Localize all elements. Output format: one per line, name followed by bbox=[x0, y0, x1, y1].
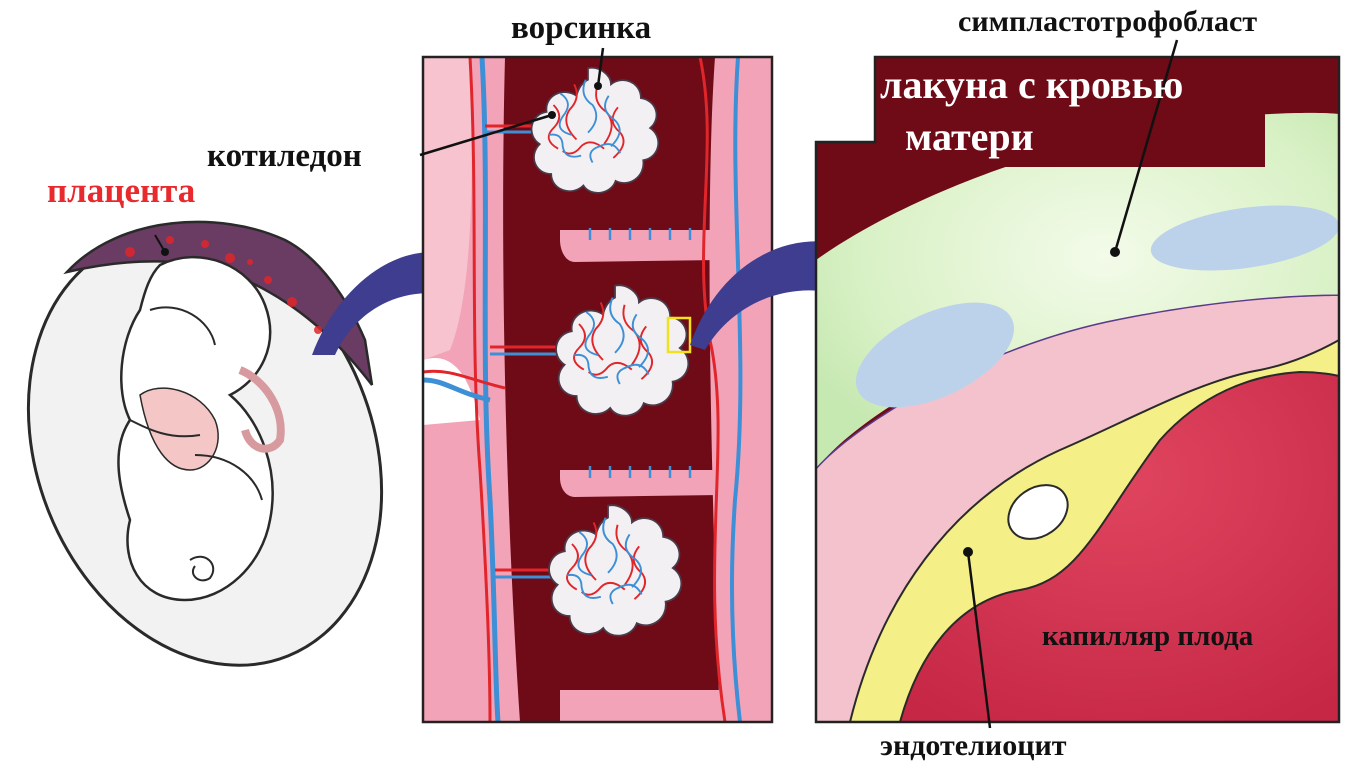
fetus-in-uterus bbox=[0, 181, 444, 719]
label-lacuna-line1: лакуна с кровью bbox=[880, 62, 1183, 107]
label-placenta: плацента bbox=[47, 171, 195, 210]
label-cotyledon: котиледон bbox=[207, 138, 362, 174]
label-villus: ворсинка bbox=[511, 10, 651, 46]
label-fetal-capillary: капилляр плода bbox=[1042, 620, 1254, 652]
placenta-section-panel bbox=[423, 57, 772, 722]
label-syncytiotrophoblast: симпластотрофобласт bbox=[958, 5, 1257, 38]
label-endotheliocyte: эндотелиоцит bbox=[880, 729, 1067, 762]
label-lacuna-line2: матери bbox=[905, 114, 1034, 159]
